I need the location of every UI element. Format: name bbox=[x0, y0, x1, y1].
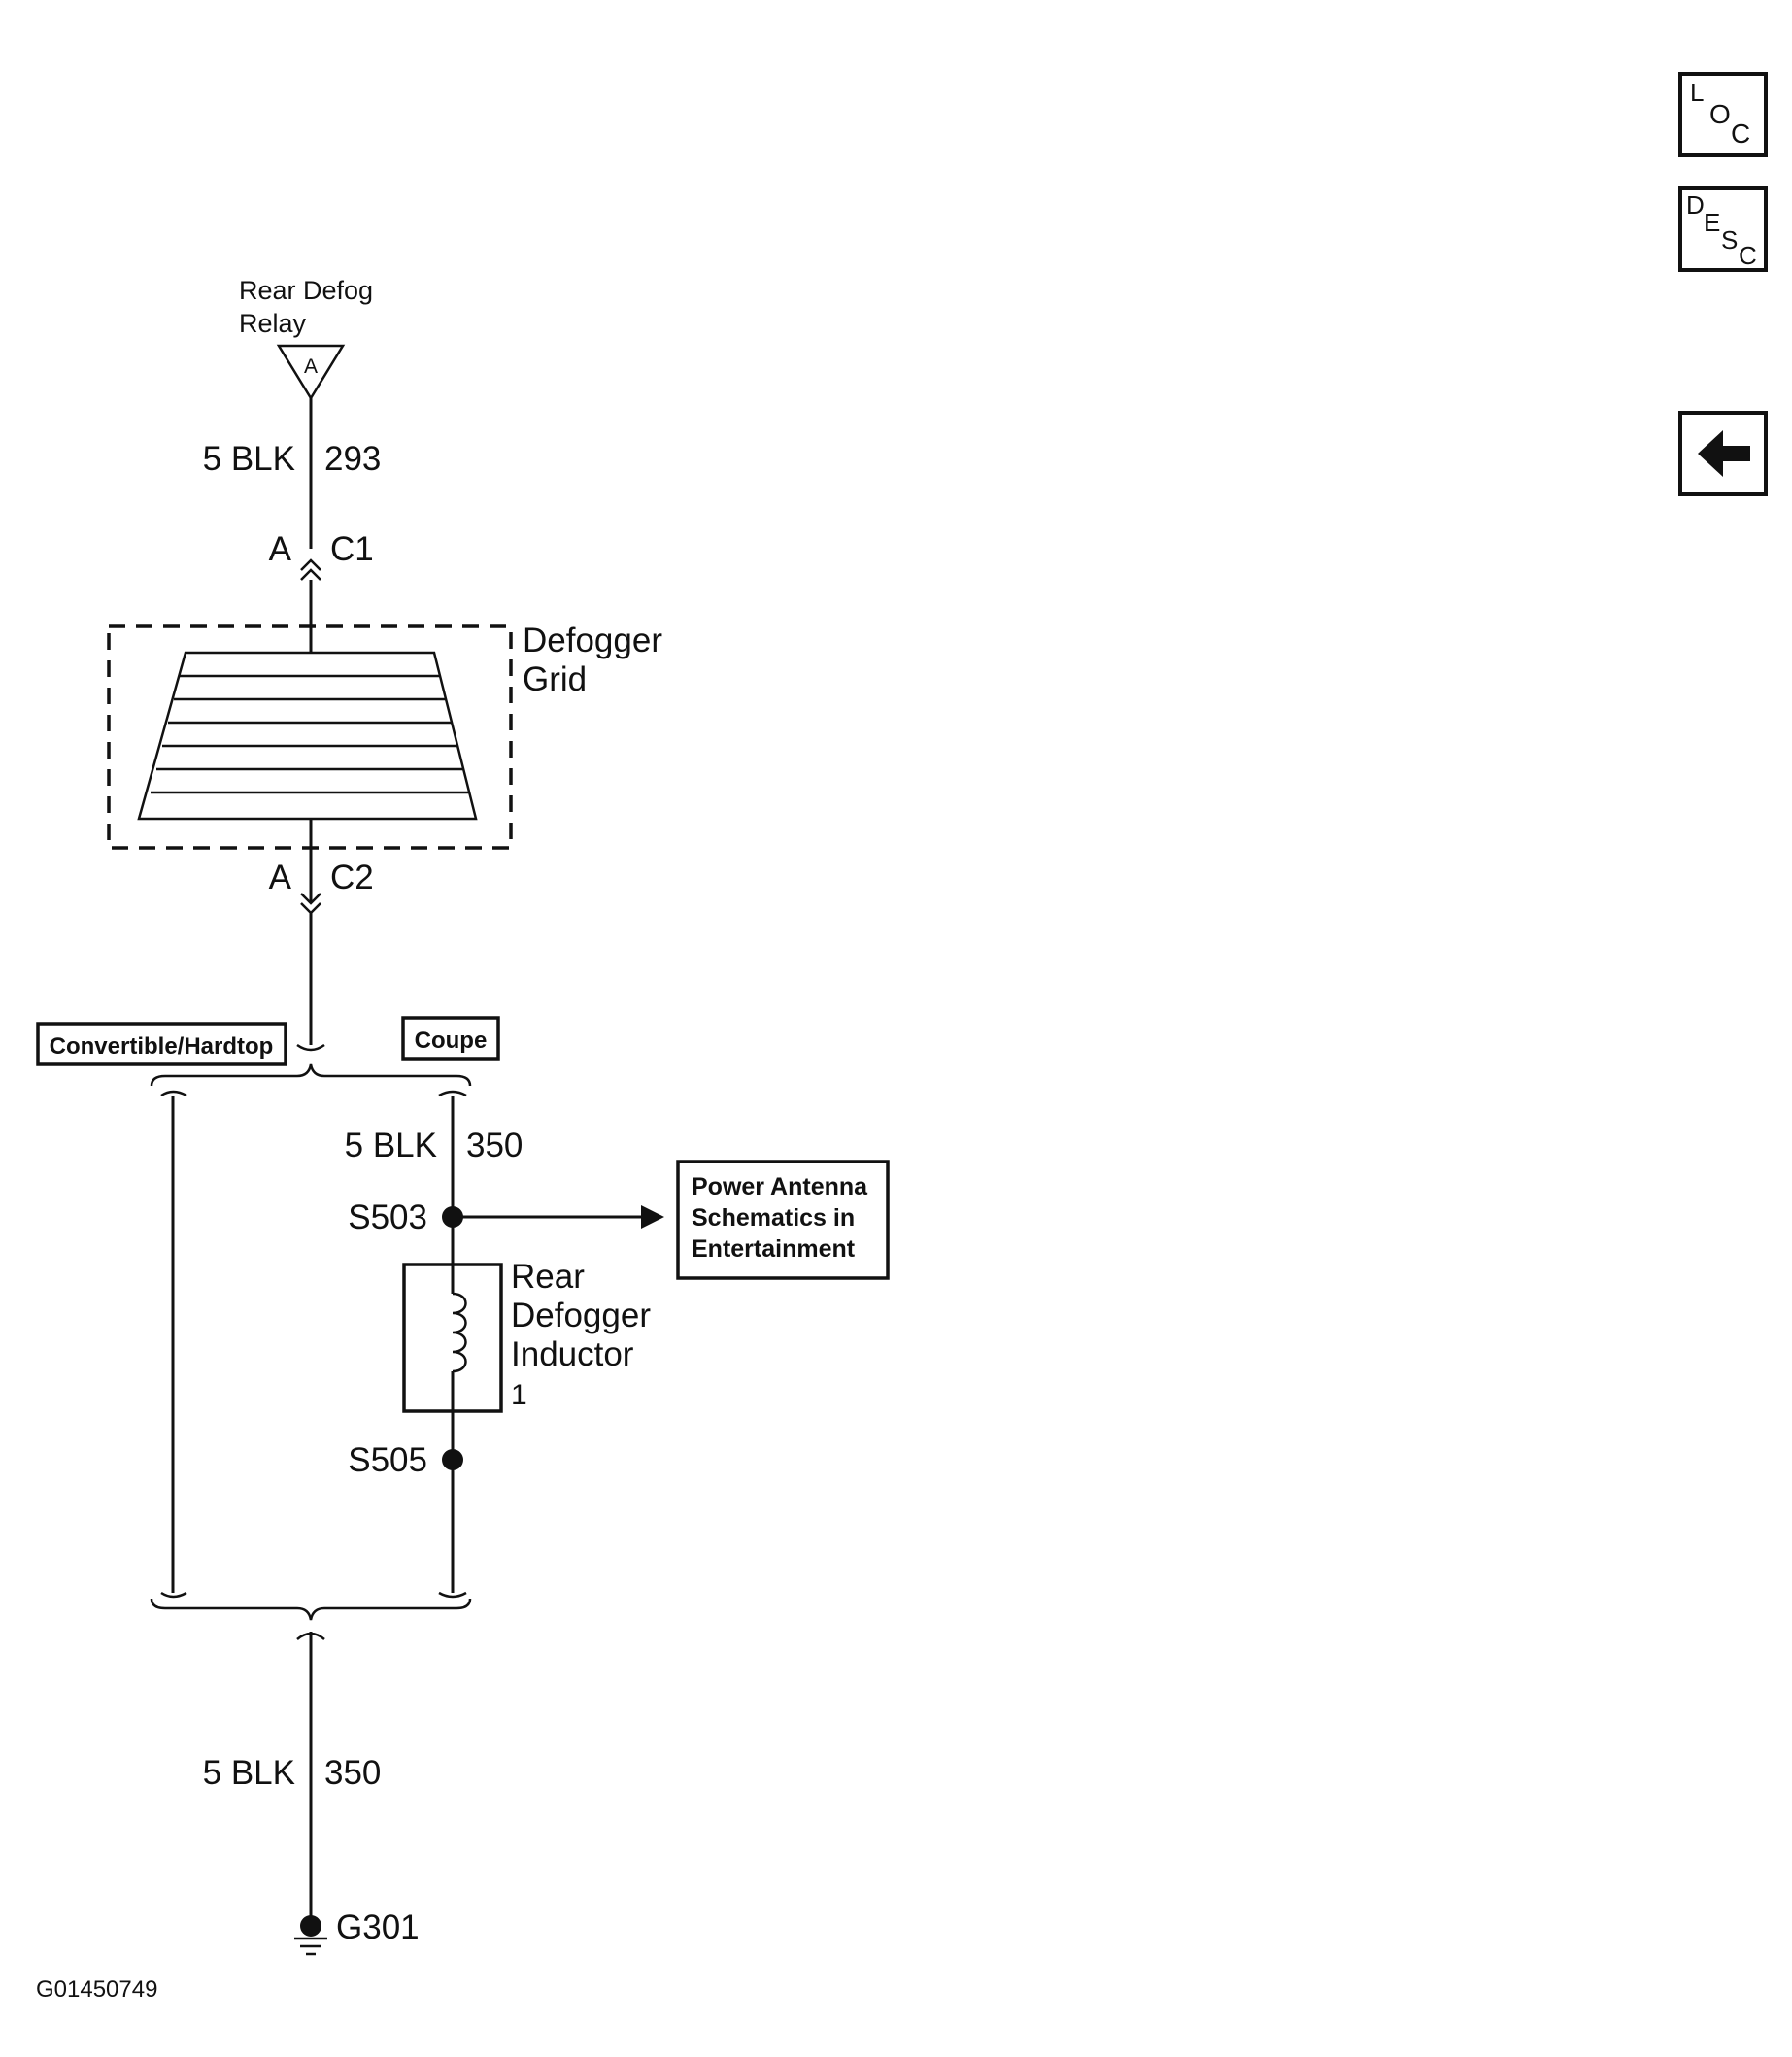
loc-button-char-3: C bbox=[1731, 118, 1750, 149]
wire-350-mid-circuit: 350 bbox=[466, 1127, 523, 1164]
figure-id: G01450749 bbox=[36, 1976, 157, 2003]
loc-button[interactable]: L O C bbox=[1678, 72, 1768, 157]
power-antenna-ref-line1: Power Antenna bbox=[692, 1173, 868, 1200]
c1-connector-label: C1 bbox=[330, 530, 374, 568]
power-antenna-arrowhead bbox=[641, 1205, 664, 1229]
splice-s505-label: S505 bbox=[348, 1441, 427, 1479]
splice-s503-label: S503 bbox=[348, 1198, 427, 1236]
back-button[interactable] bbox=[1678, 411, 1768, 496]
loc-button-char-2: O bbox=[1709, 99, 1731, 129]
relay-label-line1: Rear Defog bbox=[239, 276, 373, 305]
desc-button[interactable]: D E S C bbox=[1678, 186, 1768, 272]
defogger-grid-label-line1: Defogger bbox=[523, 622, 662, 659]
back-arrow-icon bbox=[1698, 430, 1750, 477]
inductor-label-line4: 1 bbox=[511, 1379, 527, 1411]
power-antenna-ref-line2: Schematics in bbox=[692, 1204, 855, 1231]
loc-button-char-1: L bbox=[1690, 78, 1704, 107]
wire-350-bottom-circuit: 350 bbox=[324, 1754, 381, 1792]
coupe-branch-break-symbols bbox=[438, 1090, 467, 1599]
defogger-grid-element bbox=[137, 651, 478, 821]
option-convertible-box bbox=[36, 1022, 287, 1066]
ground-g301-label: G301 bbox=[336, 1908, 420, 1946]
c2-connector-label: C2 bbox=[330, 859, 374, 896]
relay-pin-label: A bbox=[304, 355, 318, 378]
wire-293-gauge: 5 BLK bbox=[203, 440, 295, 478]
defogger-grid-label-line2: Grid bbox=[523, 660, 587, 698]
splice-s505-dot bbox=[442, 1449, 463, 1470]
convertible-branch-break-symbols bbox=[160, 1090, 187, 1599]
power-antenna-ref-line3: Entertainment bbox=[692, 1235, 856, 1263]
ground-g301-dot bbox=[300, 1915, 321, 1937]
desc-button-char-4: C bbox=[1739, 241, 1757, 270]
power-antenna-reference[interactable] bbox=[676, 1160, 890, 1280]
option-coupe-box bbox=[401, 1016, 500, 1061]
wire-350-bottom-gauge: 5 BLK bbox=[203, 1754, 295, 1792]
option-brace-top bbox=[150, 1063, 472, 1087]
option-brace-bottom bbox=[150, 1598, 472, 1621]
desc-button-char-3: S bbox=[1721, 225, 1738, 254]
c1-pin-label: A bbox=[269, 530, 292, 568]
c2-pin-label: A bbox=[269, 859, 292, 896]
c1-connector-symbol bbox=[300, 558, 321, 581]
option-coupe-label: Coupe bbox=[415, 1028, 488, 1054]
inductor-label-line1: Rear bbox=[511, 1258, 585, 1296]
ground-icon bbox=[294, 1937, 327, 1956]
option-break-symbol-top bbox=[296, 1043, 325, 1052]
defogger-grid-lines bbox=[151, 674, 469, 794]
inductor-label-line2: Defogger bbox=[511, 1297, 651, 1334]
inductor-coil-symbol bbox=[452, 1292, 467, 1373]
relay-connector-triangle bbox=[276, 344, 346, 401]
relay-label-line2: Relay bbox=[239, 309, 307, 338]
wire-350-mid-gauge: 5 BLK bbox=[345, 1127, 437, 1164]
wire-293-circuit: 293 bbox=[324, 440, 381, 478]
desc-button-char-1: D bbox=[1686, 190, 1705, 219]
option-convertible-label: Convertible/Hardtop bbox=[50, 1033, 274, 1060]
defogger-grid-outline bbox=[107, 624, 513, 850]
inductor-label-line3: Inductor bbox=[511, 1335, 634, 1373]
desc-button-char-2: E bbox=[1704, 208, 1720, 237]
